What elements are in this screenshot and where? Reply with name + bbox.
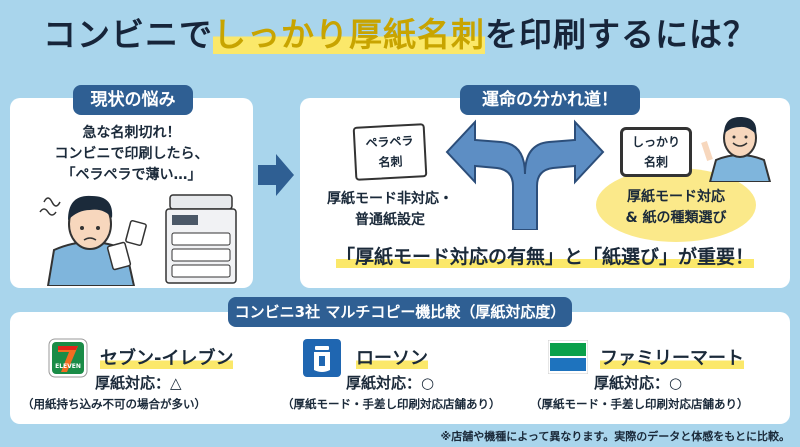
copy-machine-illustration [165, 194, 237, 284]
key-message-text: 「厚紙モード対応の有無」と「紙選び」が重要！ [335, 246, 754, 268]
thin-caption-2: 普通紙設定 [355, 212, 425, 228]
current-problem-label: 現状の悩み [73, 85, 193, 115]
support-lawson: 厚紙対応：○ [346, 374, 435, 392]
note-familymart: （厚紙モード・手差し印刷対応店舗あり） [530, 397, 749, 411]
thick-card-line-2: 名刺 [643, 155, 668, 169]
problem-line-2: コンビニで印刷したら、 [54, 146, 209, 162]
thick-card-note: しっかり 名刺 [620, 127, 692, 177]
seven-eleven-logo-text: ELEVEN [55, 363, 81, 370]
comparison-label: コンビニ3社 マルチコピー機比較（厚紙対応度） [228, 297, 572, 327]
store-name-familymart: ファミリーマート [600, 344, 744, 370]
lawson-logo [303, 339, 341, 377]
title-prefix: コンビニで [43, 15, 213, 54]
thick-card-line-1: しっかり [631, 135, 680, 149]
crossroads-label: 運命の分かれ道！ [460, 85, 640, 115]
title-highlight: しっかり厚紙名刺 [213, 15, 485, 54]
store-name-text: ローソン [356, 348, 428, 369]
thin-card-line-2: 名刺 [378, 154, 403, 170]
seven-eleven-logo: ELEVEN [48, 338, 88, 378]
support-familymart: 厚紙対応：○ [594, 374, 683, 392]
store-name-text: セブン-イレブン [100, 348, 234, 369]
title-suffix: を印刷するには？ [485, 15, 757, 54]
thin-card-line-1: ペラペラ [365, 133, 414, 151]
store-name-lawson: ローソン [356, 344, 428, 370]
thick-caption-1: 厚紙モード対応 [627, 189, 725, 205]
fork-arrow-icon [445, 119, 605, 230]
thick-caption-2: & 紙の種類選び [625, 210, 727, 226]
note-lawson: （厚紙モード・手差し印刷対応店舗あり） [282, 397, 501, 411]
problem-line-3: 「ペラペラで薄い…」 [61, 167, 202, 183]
key-message: 「厚紙モード対応の有無」と「紙選び」が重要！ [300, 242, 790, 269]
problem-line-1: 急な名刺切れ！ [82, 125, 181, 141]
happy-person-illustration [701, 116, 772, 182]
familymart-logo [548, 340, 588, 374]
support-seven-eleven: 厚紙対応：△ [95, 374, 182, 392]
footnote: ※店舗や機種によって異なります。実際のデータと体感をもとに比較。 [440, 430, 791, 443]
store-name-text: ファミリーマート [600, 348, 744, 369]
store-name-seven-eleven: セブン-イレブン [100, 344, 234, 370]
arrow-right-icon [258, 154, 294, 196]
page-title: コンビニでしっかり厚紙名刺を印刷するには？ [0, 8, 800, 56]
thin-caption-1: 厚紙モード非対応・ [327, 191, 453, 207]
thin-card-note: ペラペラ 名刺 [352, 123, 428, 181]
worried-person-illustration [39, 195, 147, 286]
note-seven-eleven: （用紙持ち込み不可の場合が多い） [22, 397, 206, 411]
